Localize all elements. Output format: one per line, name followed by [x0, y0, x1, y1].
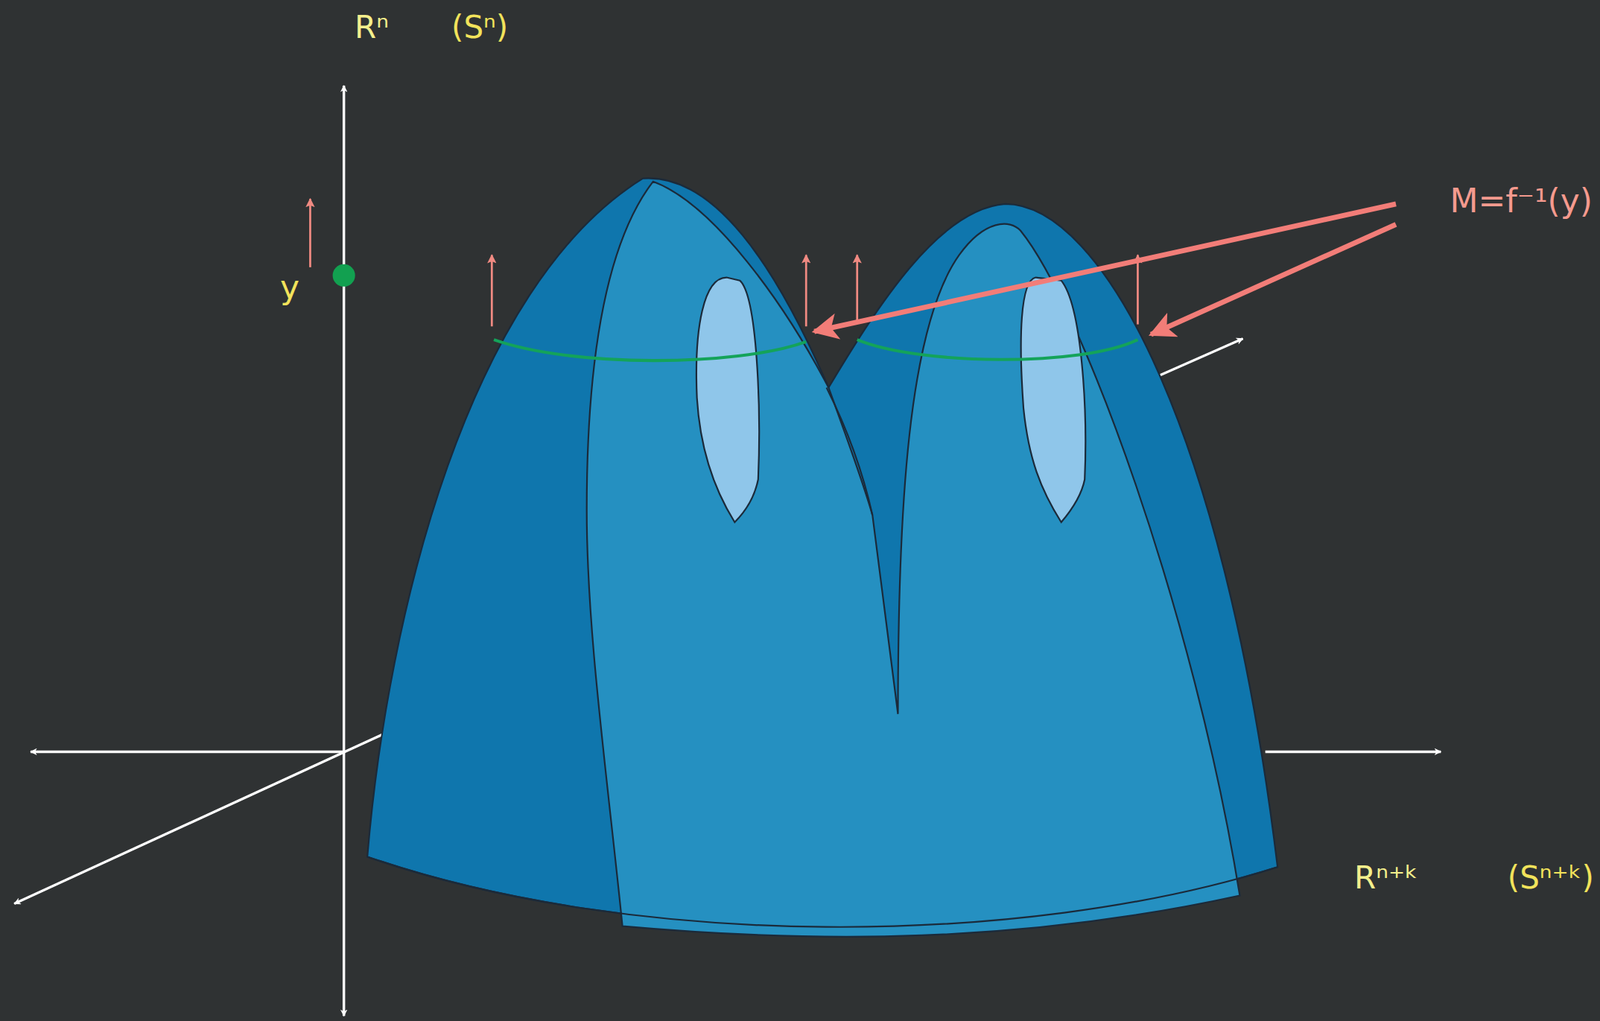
normal-arrows [309, 198, 1138, 327]
leader-lines [814, 204, 1396, 335]
point-label: y [280, 269, 300, 306]
axes [14, 85, 1441, 1017]
point-y [332, 264, 356, 287]
axis-label: (Sⁿ⁺ᵏ) [1507, 861, 1595, 896]
axis-label: (Sⁿ) [451, 10, 509, 45]
surface [367, 178, 1278, 937]
callout-label: M=f⁻¹(y) [1449, 183, 1593, 219]
axis-label: Rⁿ [354, 10, 389, 45]
level-set-curves [493, 339, 1138, 361]
axis-label: Rⁿ⁺ᵏ [1354, 861, 1419, 896]
